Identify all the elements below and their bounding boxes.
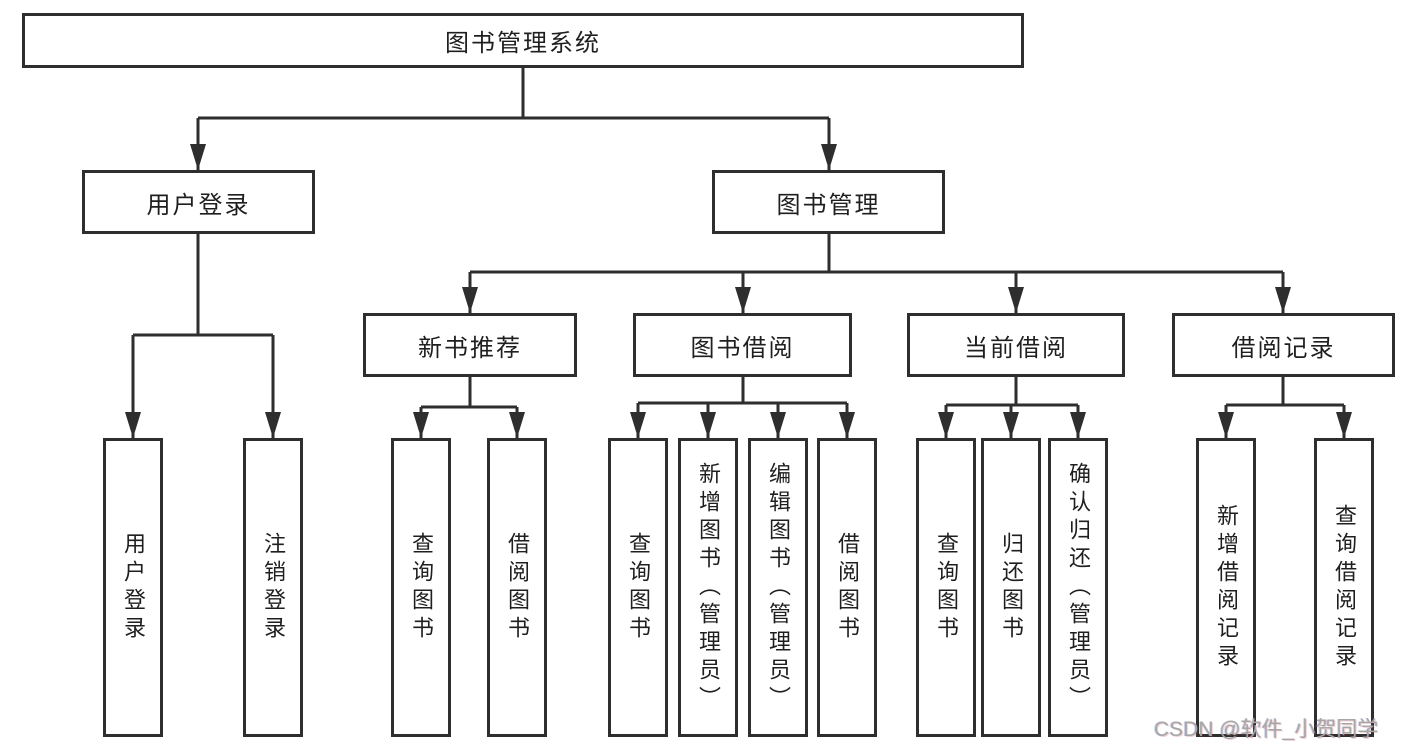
node-label: 借阅图书 bbox=[505, 531, 530, 644]
node-label: 用户登录 bbox=[146, 191, 251, 219]
leaf-recommend-query-book: 查询图书 bbox=[391, 438, 451, 737]
node-label: 注销登录 bbox=[261, 531, 286, 644]
node-user-login: 用户登录 bbox=[82, 170, 315, 234]
node-label: 借阅图书 bbox=[835, 531, 860, 644]
node-label: 确认归还（管理员） bbox=[1066, 461, 1091, 714]
node-label: 新增图书（管理员） bbox=[696, 461, 721, 714]
node-label: 图书管理 bbox=[776, 191, 881, 219]
csdn-watermark: CSDN @软件_小贺同学 bbox=[1154, 718, 1379, 741]
leaf-current-query-book: 查询图书 bbox=[916, 438, 976, 737]
leaf-record-query-record: 查询借阅记录 bbox=[1314, 438, 1374, 737]
leaf-borrow-query-book: 查询图书 bbox=[608, 438, 668, 737]
node-label: 归还图书 bbox=[999, 531, 1024, 644]
node-label: 当前借阅 bbox=[964, 334, 1068, 362]
arrowheads bbox=[125, 144, 1352, 438]
node-label: 查询图书 bbox=[934, 531, 959, 644]
node-book-borrow: 图书借阅 bbox=[633, 313, 852, 377]
leaf-user-login: 用户登录 bbox=[103, 438, 163, 737]
node-book-management: 图书管理 bbox=[712, 170, 945, 234]
node-new-book-recommend: 新书推荐 bbox=[363, 313, 577, 377]
node-label: 借阅记录 bbox=[1231, 334, 1336, 362]
node-label: 新书推荐 bbox=[418, 334, 522, 362]
node-current-borrow: 当前借阅 bbox=[907, 313, 1125, 377]
node-borrow-record: 借阅记录 bbox=[1172, 313, 1395, 377]
leaf-borrow-borrow-book: 借阅图书 bbox=[817, 438, 877, 737]
leaf-current-confirm-return-admin: 确认归还（管理员） bbox=[1048, 438, 1108, 737]
node-label: 查询图书 bbox=[409, 531, 434, 644]
node-label: 编辑图书（管理员） bbox=[766, 461, 791, 714]
leaf-borrow-edit-book-admin: 编辑图书（管理员） bbox=[748, 438, 808, 737]
leaf-borrow-add-book-admin: 新增图书（管理员） bbox=[678, 438, 738, 737]
leaf-logout: 注销登录 bbox=[243, 438, 303, 737]
leaf-current-return-book: 归还图书 bbox=[981, 438, 1041, 737]
node-library-system: 图书管理系统 bbox=[22, 13, 1024, 68]
node-label: 查询借阅记录 bbox=[1332, 503, 1357, 672]
leaf-recommend-borrow-book: 借阅图书 bbox=[487, 438, 547, 737]
node-label: 用户登录 bbox=[121, 531, 146, 644]
node-label: 查询图书 bbox=[626, 531, 651, 644]
node-label: 新增借阅记录 bbox=[1214, 503, 1239, 672]
node-label: 图书管理系统 bbox=[445, 30, 601, 57]
leaf-record-add-record: 新增借阅记录 bbox=[1196, 438, 1256, 737]
node-label: 图书借阅 bbox=[690, 334, 795, 362]
